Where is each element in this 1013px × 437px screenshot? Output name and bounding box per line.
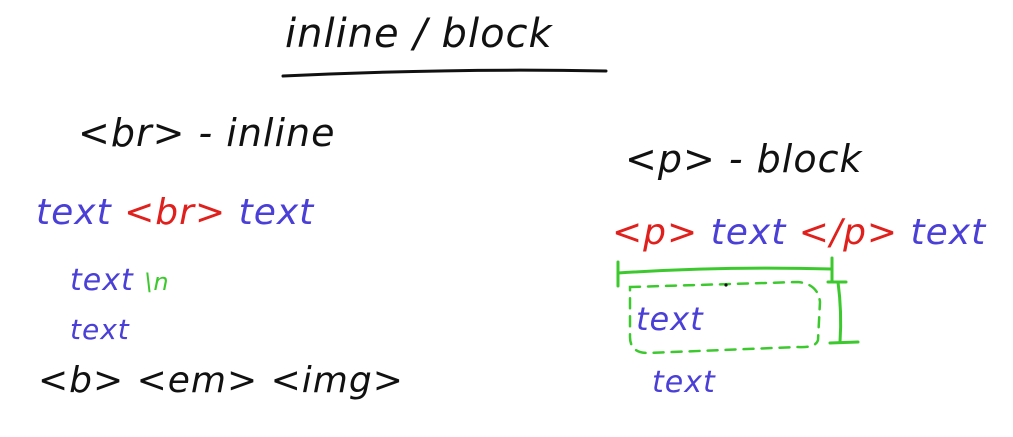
other-inline-tags: <b> <em> <img>	[38, 363, 404, 399]
width-bracket-line	[616, 266, 834, 275]
br-rendered-line-2: text	[70, 316, 130, 344]
p-rendered-block-text-value: text	[636, 300, 704, 338]
br-example-text-after: text	[238, 192, 315, 233]
br-example-text-before: text	[36, 192, 112, 233]
p-example-close-tag: </p>	[798, 212, 899, 253]
br-heading-text: <br> - inline	[78, 111, 336, 155]
br-rendered-newline: \n	[144, 268, 170, 296]
p-example-text-after: text	[910, 212, 987, 253]
title: inline / block	[285, 14, 553, 54]
p-heading: <p> - block	[625, 140, 863, 178]
stray-dot	[724, 283, 728, 287]
p-example-open-tag: <p>	[612, 212, 699, 253]
br-rendered-text-2: text	[70, 313, 130, 346]
br-heading: <br> - inline	[78, 114, 336, 152]
br-rendered-text-1: text	[70, 263, 134, 298]
block-box-outline	[628, 280, 822, 355]
br-example-tag: <br>	[124, 192, 227, 233]
title-underline	[281, 68, 608, 78]
height-bracket-line	[836, 280, 843, 344]
title-text: inline / block	[285, 11, 553, 57]
p-heading-text: <p> - block	[625, 137, 863, 181]
br-rendered-line-1: text \n	[70, 266, 170, 296]
p-example-text-inside: text	[710, 212, 787, 253]
other-inline-tags-text: <b> <em> <img>	[38, 360, 404, 401]
p-example-line: <p> text </p> text	[612, 215, 986, 251]
p-rendered-after-text: text	[652, 368, 716, 398]
height-bracket-bottom-cap	[828, 340, 860, 345]
br-example-line: text <br> text	[36, 195, 314, 231]
p-rendered-block-text: text	[636, 303, 704, 335]
p-rendered-after-text-value: text	[652, 365, 716, 400]
